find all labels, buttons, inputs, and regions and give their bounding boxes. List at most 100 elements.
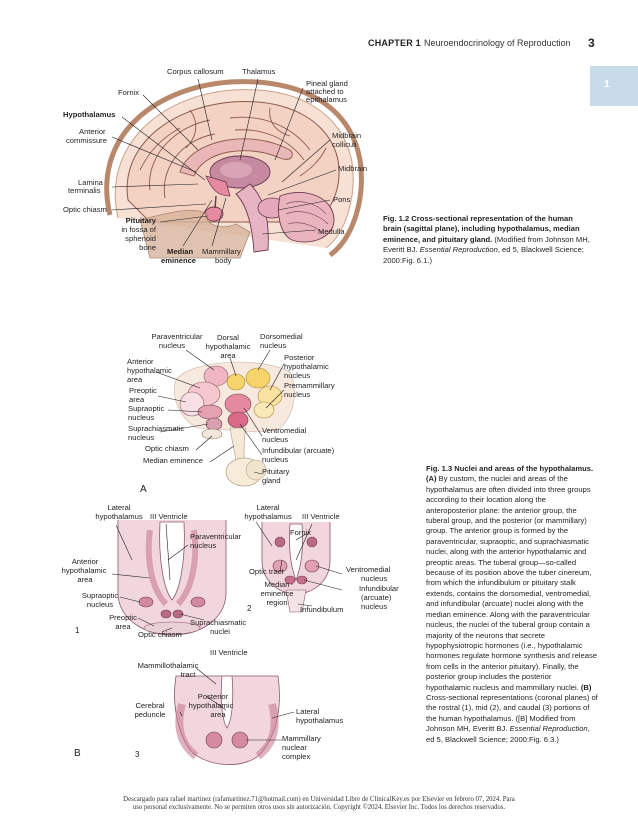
chapter-title: Neuroendocrinology of Reproduction xyxy=(424,38,571,48)
b2-label-ventromedial-1: Ventromedial xyxy=(346,565,391,574)
fig12-caption-italic: Essential Reproduction xyxy=(419,245,498,255)
fig12-caption-title: Fig. 1.2 Cross-sectional representation … xyxy=(383,214,580,244)
panel-a-letter: A xyxy=(140,484,147,495)
fig13-caption-title: Fig. 1.3 Nuclei and areas of the hypotha… xyxy=(426,464,594,473)
figure-1-3-caption: Fig. 1.3 Nuclei and areas of the hypotha… xyxy=(426,464,598,745)
b1-label-anterior-3: area xyxy=(77,575,93,584)
a-label-median-eminence: Median eminence xyxy=(143,456,203,465)
label-pineal-2: attached to xyxy=(306,87,344,96)
a-label-posterior-2: hypothalamic xyxy=(284,362,329,371)
label-mammillary-1: Mammillary xyxy=(202,247,241,256)
b3-label-mammillary-1: Mammillary xyxy=(282,734,321,743)
a-label-dorsal-2: hypothalamic xyxy=(205,342,251,351)
b1-label-supraoptic-2: nucleus xyxy=(86,600,114,609)
b3-label-mammillothalamic-1: Mammillothalamic xyxy=(137,661,199,670)
label-pineal-1: Pineal gland xyxy=(306,79,348,88)
label-pineal-3: epithalamus xyxy=(306,95,347,104)
a-label-supraoptic-2: nucleus xyxy=(128,413,155,422)
page-number: 3 xyxy=(588,36,595,50)
a-label-dorsal-1: Dorsal xyxy=(217,333,239,342)
footer-line-1: Descargado para rafael martinez (rafamar… xyxy=(123,796,515,803)
label-midbrain-colliculi-1: Midbrain xyxy=(332,131,362,140)
b1-label-suprachiasmatic-2: nuclei xyxy=(210,627,230,636)
b2-section-number: 2 xyxy=(247,604,252,613)
b1-label-anterior-1: Anterior xyxy=(71,557,99,566)
label-median-eminence-2: eminence xyxy=(161,256,197,265)
b3-section-number: 3 xyxy=(135,750,140,759)
chapter-side-tab: 1 xyxy=(590,66,638,106)
a-label-paraventricular-2: nucleus xyxy=(158,341,186,350)
b1-label-preoptic-1: Preoptic xyxy=(109,613,137,622)
b2-label-optic-tract: Optic tract xyxy=(249,567,284,576)
b2-label-lateral-1: Lateral xyxy=(256,503,280,512)
b1-label-supraoptic-1: Supraoptic xyxy=(81,591,119,600)
label-thalamus: Thalamus xyxy=(242,67,276,76)
b3-label-mammillary-2: nuclear xyxy=(282,743,307,752)
b3-label-mammillothalamic-2: tract xyxy=(180,670,196,679)
b3-label-posterior-3: area xyxy=(210,710,226,719)
label-corpus-callosum: Corpus callosum xyxy=(167,67,224,76)
b2-label-fornix: Fornix xyxy=(290,528,312,537)
b2-label-ventromedial-2: nucleus xyxy=(361,574,388,583)
a-label-premammillary-1: Premammillary xyxy=(284,381,335,390)
download-notice-footer: Descargado para rafael martinez (rafamar… xyxy=(0,796,638,813)
b1-label-optic-chiasm: Optic chiasm xyxy=(138,630,182,639)
b2-label-third-ventricle: III Ventricle xyxy=(302,512,340,521)
b2-label-median-2: eminence xyxy=(260,589,294,598)
a-label-dorsomedial-2: nucleus xyxy=(260,341,287,350)
label-hypothalamus: Hypothalamus xyxy=(63,110,116,119)
label-midbrain-colliculi-2: colliculi xyxy=(332,140,357,149)
fig13-caption-a-text: By custom, the nuclei and areas of the h… xyxy=(426,474,597,692)
fig13-caption-b-label: (B) xyxy=(578,682,592,692)
a-label-optic-chiasm: Optic chiasm xyxy=(145,444,189,453)
b2-label-median-3: region xyxy=(266,598,288,607)
label-fornix: Fornix xyxy=(118,88,140,97)
a-label-posterior-3: nucleus xyxy=(284,371,311,380)
b2-label-infundibular-3: nucleus xyxy=(361,602,388,611)
fig13-caption-a-label: (A) xyxy=(426,474,437,484)
label-medulla: Medulla xyxy=(318,227,345,236)
b3-label-posterior-2: hypothalamic xyxy=(188,701,234,710)
a-label-dorsal-3: area xyxy=(220,351,236,360)
b1-section-number: 1 xyxy=(75,626,80,635)
a-label-pituitary-1: Pituitary xyxy=(262,467,290,476)
label-pituitary-2: in fossa of xyxy=(121,225,156,234)
fig13-caption-italic: Essential Reproduction xyxy=(509,724,588,734)
b2-label-infundibular-2: (arcuate) xyxy=(361,593,392,602)
a-label-infundibular-1: Infundibular (arcuate) xyxy=(262,446,335,455)
figure-1-2-caption: Fig. 1.2 Cross-sectional representation … xyxy=(383,214,593,266)
a-label-preoptic-1: Preoptic xyxy=(129,386,157,395)
b2-label-infundibulum: Infundibulum xyxy=(300,605,344,614)
a-label-anterior-3: area xyxy=(127,375,143,384)
label-anterior-commissure-1: Anterior xyxy=(79,127,106,136)
b2-label-median-1: Median xyxy=(264,580,290,589)
panel-b-letter: B xyxy=(74,748,81,759)
chapter-label: CHAPTER 1 xyxy=(368,38,421,48)
b3-label-mammillary-3: complex xyxy=(282,752,311,761)
label-pituitary-3: sphenoid xyxy=(125,234,156,243)
b1-label-lateral-1: Lateral xyxy=(107,503,131,512)
b3-label-cerebral-1: Cerebral xyxy=(135,701,165,710)
a-label-dorsomedial-1: Dorsomedial xyxy=(260,332,303,341)
a-label-posterior-1: Posterior xyxy=(284,353,315,362)
label-pituitary: Pituitary xyxy=(125,216,156,225)
a-label-infundibular-2: nucleus xyxy=(262,455,289,464)
a-label-ventromedial-2: nucleus xyxy=(262,435,289,444)
a-label-paraventricular-1: Paraventricular xyxy=(151,332,203,341)
label-pons: Pons xyxy=(333,195,351,204)
label-anterior-commissure-2: commissure xyxy=(66,136,107,145)
b2-label-infundibular-1: Infundibular xyxy=(359,584,399,593)
b1-label-third-ventricle: III Ventricle xyxy=(150,512,188,521)
b3-label-lateral-1: Lateral xyxy=(296,707,320,716)
b2-label-lateral-2: hypothalamus xyxy=(244,512,292,521)
b1-label-anterior-2: hypothalamic xyxy=(61,566,107,575)
a-label-preoptic-2: area xyxy=(129,395,145,404)
b3-label-lateral-2: hypothalamus xyxy=(296,716,344,725)
b1-label-paraventricular-1: Paraventricular xyxy=(190,532,242,541)
a-label-ventromedial-1: Ventromedial xyxy=(262,426,307,435)
a-label-premammillary-2: nucleus xyxy=(284,390,311,399)
label-pituitary-4: bone xyxy=(139,243,156,252)
label-mammillary-2: body xyxy=(215,256,232,265)
